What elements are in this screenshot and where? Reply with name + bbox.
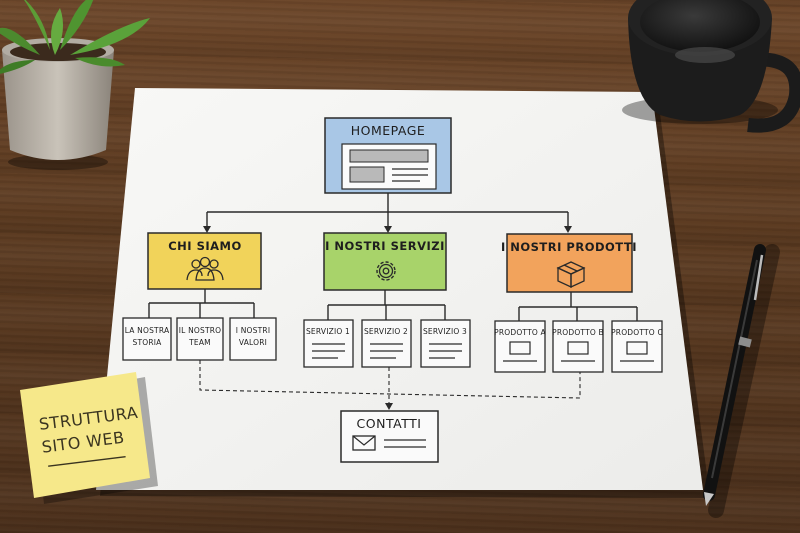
svg-text:VALORI: VALORI	[239, 338, 267, 347]
svg-text:SERVIZIO 2: SERVIZIO 2	[364, 327, 408, 336]
page-node[interactable]: SERVIZIO 1	[303, 319, 354, 368]
section-node-prodotti[interactable]: I NOSTRI PRODOTTI	[501, 233, 637, 293]
page-node[interactable]: SERVIZIO 2	[361, 319, 412, 368]
svg-text:SERVIZIO 1: SERVIZIO 1	[306, 327, 350, 336]
svg-text:STORIA: STORIA	[133, 338, 163, 347]
svg-text:PRODOTTO C: PRODOTTO C	[611, 328, 663, 337]
page-node[interactable]: SERVIZIO 3	[420, 319, 471, 368]
section-node-servizi[interactable]: I NOSTRI SERVIZI	[323, 232, 447, 291]
page-node[interactable]: PRODOTTO B	[552, 320, 604, 373]
svg-text:LA NOSTRA: LA NOSTRA	[125, 326, 170, 335]
section-label: I NOSTRI PRODOTTI	[501, 240, 637, 254]
section-label: CHI SIAMO	[168, 239, 242, 253]
page-node[interactable]: PRODOTTO A	[494, 320, 546, 373]
svg-text:PRODOTTO A: PRODOTTO A	[494, 328, 546, 337]
box-icon	[556, 261, 586, 289]
svg-text:PRODOTTO B: PRODOTTO B	[552, 328, 604, 337]
section-label: I NOSTRI SERVIZI	[325, 239, 445, 253]
svg-text:I NOSTRI: I NOSTRI	[236, 326, 270, 335]
homepage-label: HOMEPAGE	[351, 123, 426, 138]
section-node-chi-siamo[interactable]: CHI SIAMO	[147, 232, 262, 290]
contact-label: CONTATTI	[357, 416, 422, 431]
gear-icon	[376, 261, 396, 281]
coffee-cup	[622, 0, 800, 133]
svg-text:SERVIZIO 3: SERVIZIO 3	[423, 327, 467, 336]
contact-node[interactable]: CONTATTI	[340, 410, 439, 463]
webpage-icon	[341, 143, 437, 190]
pen	[703, 244, 780, 518]
potted-plant	[0, 0, 150, 170]
page-node[interactable]: LA NOSTRA STORIA	[122, 317, 172, 361]
page-node[interactable]: IL NOSTRO TEAM	[176, 317, 224, 361]
svg-text:TEAM: TEAM	[188, 338, 211, 347]
homepage-node[interactable]: HOMEPAGE	[324, 117, 452, 194]
page-node[interactable]: PRODOTTO C	[611, 320, 663, 373]
people-icon	[186, 256, 224, 281]
sticky-note: STRUTTURA SITO WEB	[20, 372, 158, 504]
mail-icon	[352, 435, 376, 451]
svg-text:IL NOSTRO: IL NOSTRO	[179, 326, 222, 335]
page-node[interactable]: I NOSTRI VALORI	[229, 317, 277, 361]
